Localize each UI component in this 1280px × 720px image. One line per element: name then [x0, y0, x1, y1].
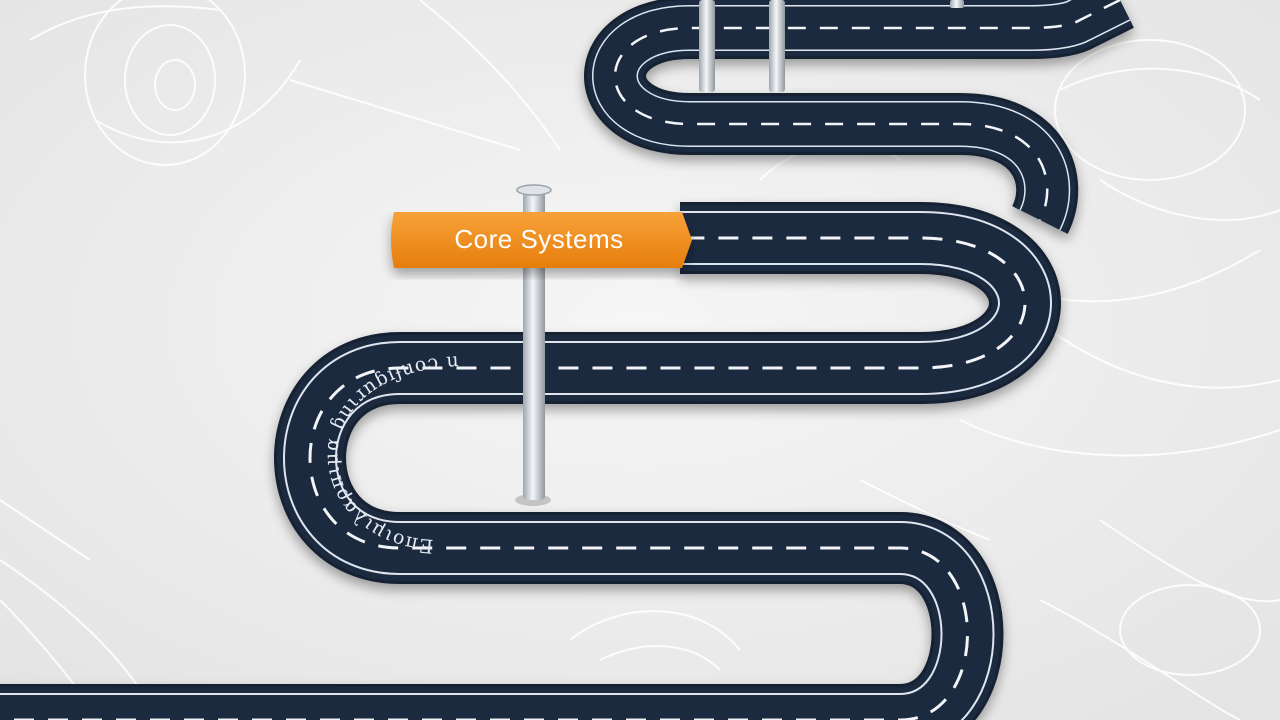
background-poles	[699, 0, 964, 92]
sign-label: Core Systems	[454, 224, 623, 254]
signpost-cap	[516, 184, 552, 196]
sign-board	[391, 212, 692, 268]
signpost-pole	[523, 192, 545, 500]
signpost: Core Systems	[391, 184, 692, 506]
